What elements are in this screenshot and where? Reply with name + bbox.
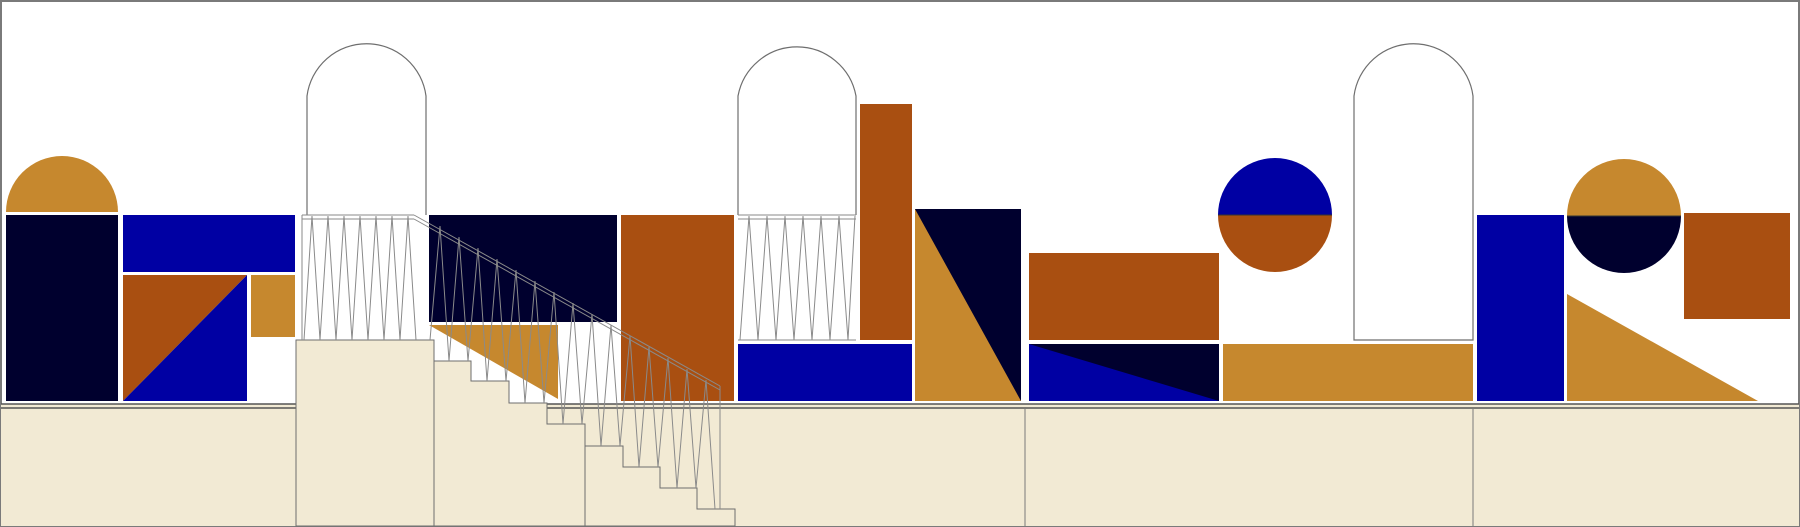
rust-block-middle: [621, 215, 734, 401]
ochre-long-band: [1223, 344, 1473, 401]
ochre-small-block-left: [251, 275, 295, 337]
ground-band: [1, 403, 1799, 526]
ochre-half-circle-right: [1567, 159, 1681, 216]
ochre-triangle-center: [915, 209, 1021, 401]
arched-window-1: [306, 43, 427, 215]
blue-half-circle: [1218, 158, 1332, 215]
railing-zigzag-slope: [429, 225, 716, 510]
railing-zigzag-left: [303, 215, 417, 341]
rust-half-circle: [1218, 215, 1332, 272]
rust-band-right-center: [1029, 253, 1219, 340]
blue-triangle-left: [123, 275, 247, 401]
ochre-triangle-right: [1567, 294, 1758, 401]
blue-block-center: [738, 344, 912, 401]
railing-handrail-slope-2: [413, 218, 721, 391]
rust-block-right: [1684, 213, 1790, 319]
zigzag-railing: [301, 214, 856, 510]
blue-band-left: [123, 215, 295, 272]
arched-window-3: [1353, 43, 1474, 341]
ochre-half-dome-left: [6, 156, 118, 212]
navy-band-middle: [429, 215, 617, 322]
railing-zigzag-arch2: [739, 215, 856, 341]
blue-sliver-right-center: [1029, 344, 1219, 401]
rust-tall-block: [860, 104, 912, 340]
arched-window-2: [737, 46, 857, 215]
ground-fill: [1, 404, 1799, 526]
railing-handrail-slope: [413, 214, 721, 387]
navy-block-left: [6, 215, 118, 401]
navy-half-circle-right: [1567, 216, 1681, 273]
ochre-wedge-middle: [429, 325, 558, 399]
blue-tall-block-right: [1477, 215, 1564, 401]
